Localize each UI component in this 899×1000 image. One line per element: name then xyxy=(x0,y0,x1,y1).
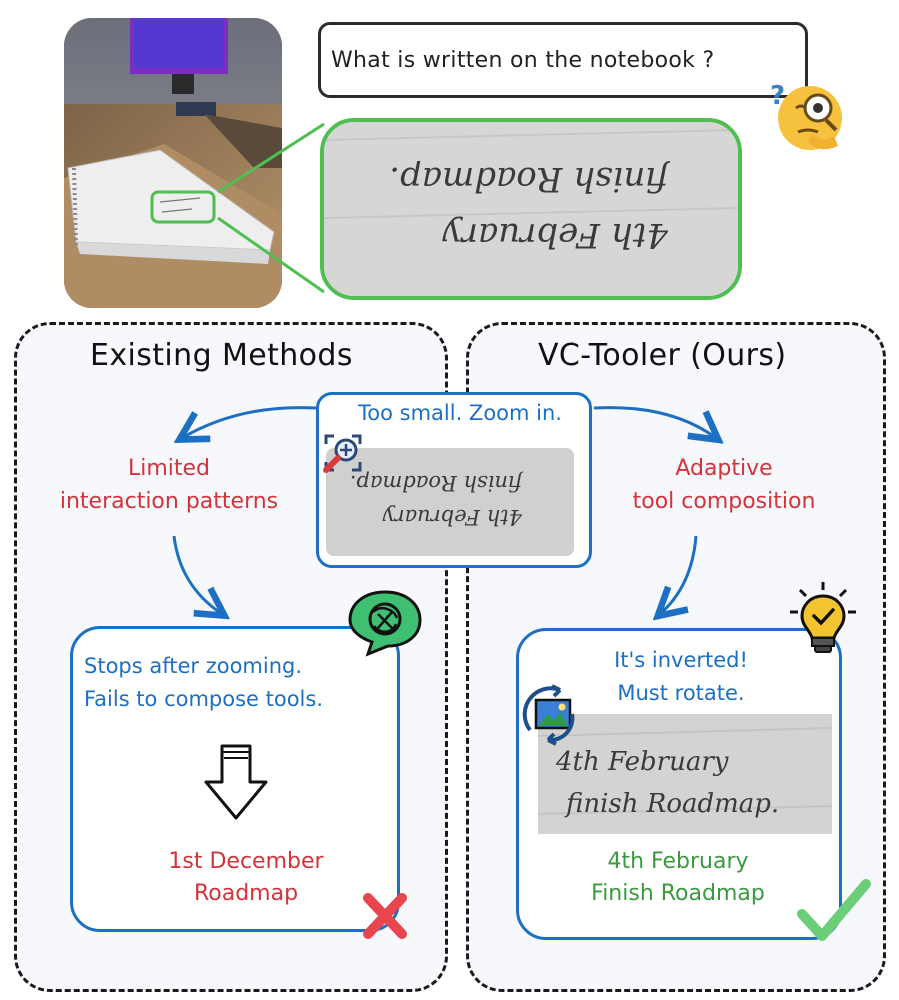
zoom-in-text: Too small. Zoom in. xyxy=(358,401,562,425)
wrong-answer-line2: Roadmap xyxy=(193,881,299,906)
correct-answer: 4th February Finish Roadmap xyxy=(540,846,816,910)
question-bubble: What is written on the notebook ? xyxy=(318,22,808,98)
vc-tooler-result-line1: It's inverted! xyxy=(614,648,748,672)
wrong-answer: 1st December Roadmap xyxy=(120,846,372,910)
limited-label-line2: interaction patterns xyxy=(59,489,279,514)
existing-result-line1: Stops after zooming. xyxy=(84,654,303,678)
check-icon xyxy=(796,876,872,944)
vc-tooler-result-text: It's inverted! Must rotate. xyxy=(536,644,826,710)
adaptive-label-line1: Adaptive xyxy=(675,456,773,481)
adaptive-label-line2: tool composition xyxy=(632,489,816,514)
zoom-handwriting-line2: finish Roadmap. xyxy=(389,159,671,199)
down-arrow-icon xyxy=(202,742,270,822)
rotate-image-icon xyxy=(520,684,588,746)
callout-handwriting-line2: finish Roadmap. xyxy=(350,471,524,495)
correct-answer-line2: Finish Roadmap xyxy=(591,881,765,906)
question-text: What is written on the notebook ? xyxy=(331,47,715,73)
existing-result-text: Stops after zooming. Fails to compose to… xyxy=(84,650,404,716)
svg-text:?: ? xyxy=(770,81,785,111)
limited-interaction-label: Limited interaction patterns xyxy=(26,452,312,518)
vc-tooler-title: VC-Tooler (Ours) xyxy=(538,338,787,373)
wrong-answer-line1: 1st December xyxy=(168,849,324,874)
vc-tooler-result-line2: Must rotate. xyxy=(617,681,745,705)
zoom-handwriting-line1: 4th February xyxy=(442,215,669,255)
correct-answer-line1: 4th February xyxy=(607,849,749,874)
rotated-handwriting-line2: finish Roadmap. xyxy=(564,789,779,819)
callout-handwriting-line1: 4th February xyxy=(382,505,523,529)
thinking-face-icon: ? xyxy=(766,74,848,156)
callout-zoomed-crop: 4th February finish Roadmap. xyxy=(326,448,574,556)
notebook-photo xyxy=(64,18,282,308)
existing-methods-title: Existing Methods xyxy=(90,338,353,373)
limited-label-line1: Limited xyxy=(127,456,211,481)
zoomed-crop-panel: 4th February finish Roadmap. xyxy=(320,118,742,300)
cross-icon xyxy=(360,890,410,942)
adaptive-composition-label: Adaptive tool composition xyxy=(596,452,852,518)
lightbulb-icon xyxy=(788,580,858,658)
existing-result-line2: Fails to compose tools. xyxy=(84,687,324,711)
rotated-crop: 4th February finish Roadmap. xyxy=(538,714,832,834)
chatgpt-logo-icon xyxy=(346,588,424,658)
magnifier-icon xyxy=(320,430,366,476)
rotated-handwriting-line1: 4th February xyxy=(555,747,729,777)
